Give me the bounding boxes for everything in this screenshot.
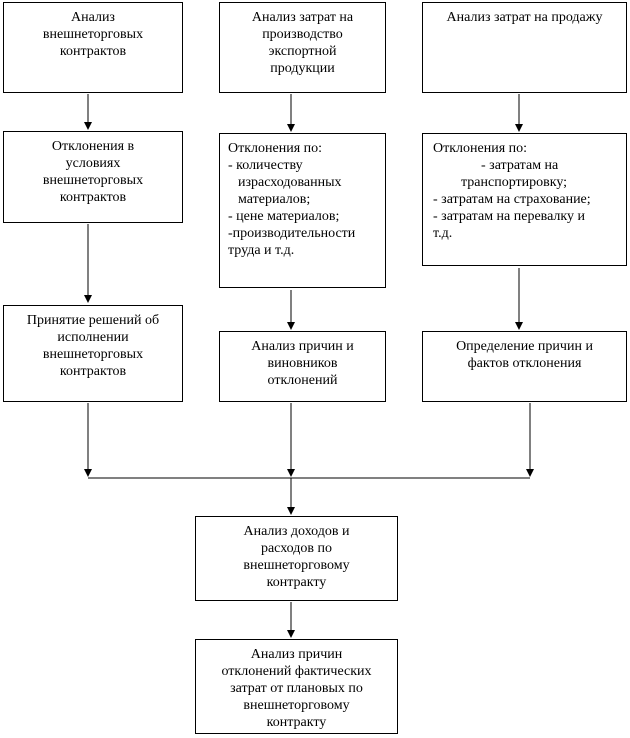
box-income-expense-analysis: Анализ доходов и расходов по внешнеторго…: [195, 516, 398, 601]
box-contract-terms-deviations: Отклонения в условиях внешнеторговых кон…: [3, 131, 183, 223]
box-sales-cost-analysis: Анализ затрат на продажу: [422, 2, 627, 93]
box-foreign-trade-contracts-analysis: Анализ внешнеторговых контрактов: [3, 2, 183, 93]
box-actual-vs-planned-cost-analysis: Анализ причин отклонений фактических зат…: [195, 639, 398, 734]
box-production-deviations: Отклонения по: - количеству израсходован…: [219, 133, 386, 288]
box-contract-execution-decisions: Принятие решений об исполнении внешнетор…: [3, 305, 183, 402]
box-sales-deviations: Отклонения по: - затратам на транспортир…: [422, 133, 627, 266]
box-causes-and-culprits-analysis: Анализ причин и виновников отклонений: [219, 331, 386, 402]
box-deviation-causes-identification: Определение причин и фактов отклонения: [422, 331, 627, 402]
box-production-cost-analysis: Анализ затрат на производство экспортной…: [219, 2, 386, 93]
